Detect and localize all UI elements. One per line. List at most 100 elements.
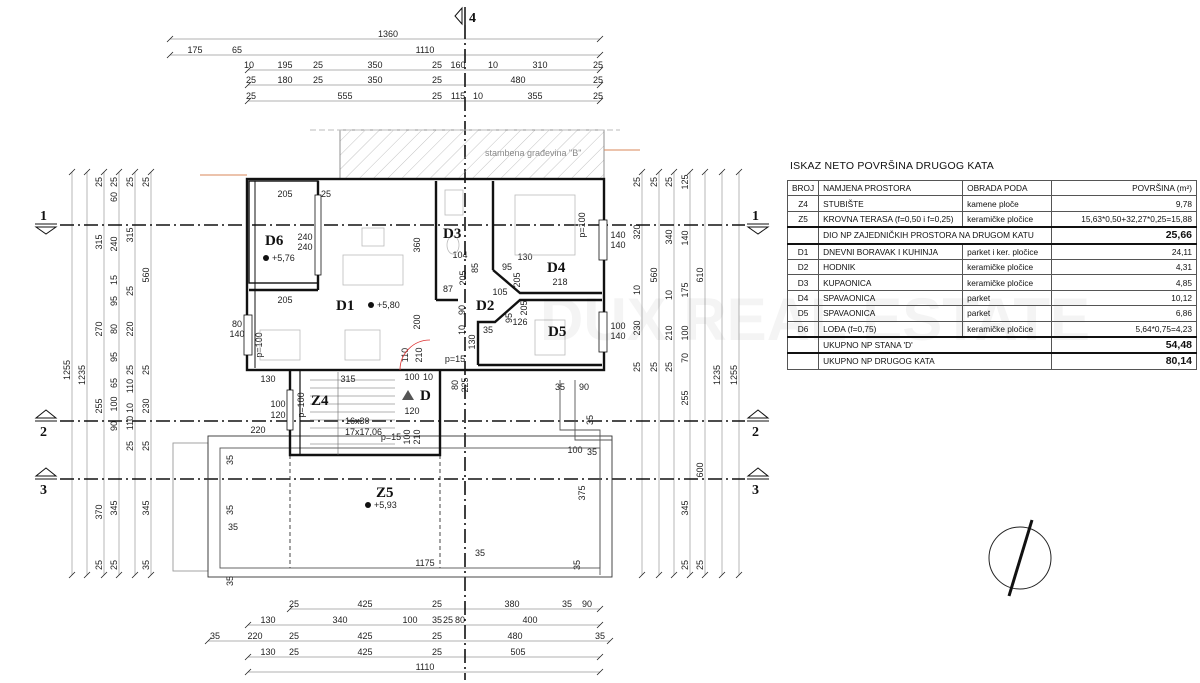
dimension-label: 25: [246, 75, 256, 85]
entrance-marker-icon: [402, 390, 414, 400]
dimension-label: 25: [432, 631, 442, 641]
table-cell-area: 6,86: [1051, 305, 1197, 322]
dimension-label: 205: [277, 295, 292, 305]
dimension-label: 25: [141, 177, 151, 187]
dimension-label: 1235: [712, 365, 722, 385]
table-cell-area: 5,64*0,75=4,23: [1051, 320, 1197, 338]
dimension-label: 140: [610, 240, 625, 250]
dimension-label: 80: [109, 324, 119, 334]
dimension-label: 25: [289, 599, 299, 609]
dimension-label: 35: [228, 522, 238, 532]
dimension-label: 25: [649, 362, 659, 372]
dimension-label: 35: [595, 631, 605, 641]
dimension-label: 220: [247, 631, 262, 641]
dimension-label: 25: [141, 441, 151, 451]
dimension-label: 25: [593, 91, 603, 101]
table-cell-id: D2: [786, 258, 820, 276]
dimension-label: 175: [680, 282, 690, 297]
dimension-label: 140: [610, 230, 625, 240]
table-cell-name: SPAVAONICA: [818, 289, 964, 307]
table-cell-floor: parket: [962, 289, 1053, 307]
dimension-label: 130: [260, 374, 275, 384]
dimension-label: 90: [579, 382, 589, 392]
room-label-d1: D1: [336, 298, 354, 314]
dimension-label: 100: [404, 372, 419, 382]
dimension-label: 100: [610, 321, 625, 331]
dimension-label: 345: [680, 500, 690, 515]
dimension-label: 130: [260, 615, 275, 625]
dimension-label: 10: [632, 285, 642, 295]
dimension-label: 90: [582, 599, 592, 609]
elevation-z5: +5,93: [374, 500, 397, 510]
dimension-label: 425: [357, 631, 372, 641]
dimension-label: 35: [141, 560, 151, 570]
dimension-label: 90: [109, 421, 119, 431]
svg-text:2: 2: [40, 425, 47, 440]
table-cell-floor: kamene ploče: [962, 195, 1053, 212]
dimension-label: 480: [507, 631, 522, 641]
table-cell-area: 4,85: [1051, 274, 1197, 291]
dimension-label: 205: [512, 272, 522, 287]
dimension-label: p=15: [381, 432, 401, 442]
table-cell-name: DNEVNI BORAVAK I KUHINJA: [818, 242, 964, 260]
room-label-d2: D2: [476, 298, 494, 314]
dimension-label: 100: [567, 445, 582, 455]
table-row-subtotal-common: DIO NP ZAJEDNIČKIH PROSTORA NA DRUGOM KA…: [786, 226, 1197, 245]
table-cell-name: KUPAONICA: [818, 274, 964, 291]
dimension-label: 90: [457, 305, 467, 315]
table-cell-id: D3: [786, 274, 820, 291]
table-cell-id: Z4: [786, 195, 820, 212]
table-cell-id: D5: [786, 305, 820, 322]
dimension-label: 360: [412, 237, 422, 252]
dimension-label: 100: [270, 399, 285, 409]
dimension-label: 60: [109, 192, 119, 202]
dimension-label: 600: [695, 462, 705, 477]
dimension-label: 25: [289, 647, 299, 657]
dimension-label: 340: [332, 615, 347, 625]
dimension-label: 505: [510, 647, 525, 657]
dimension-label: 425: [357, 599, 372, 609]
dimension-label: 100: [109, 396, 119, 411]
dimension-label: 35: [483, 325, 493, 335]
dimension-label: 140: [680, 230, 690, 245]
room-label-d5: D5: [548, 324, 566, 340]
dimension-label: 1255: [62, 360, 72, 380]
dimension-label: 220: [250, 425, 265, 435]
dimension-label: 380: [504, 599, 519, 609]
table-cell-name: STUBIŠTE: [818, 195, 964, 212]
room-label-d3: D3: [443, 226, 461, 242]
table-cell-area: 10,12: [1051, 289, 1197, 307]
dimension-label: 95: [109, 352, 119, 362]
dimension-label: 10: [244, 60, 254, 70]
dimension-label: p=100: [296, 392, 306, 417]
dimension-label: 85: [470, 263, 480, 273]
dimension-label: 25: [632, 177, 642, 187]
dimension-label: 25: [125, 365, 135, 375]
dimension-label: 210: [664, 325, 674, 340]
room-label-d6: D6: [265, 233, 284, 249]
table-cell-floor: keramičke pločice: [962, 258, 1053, 276]
dimension-label: 25: [649, 177, 659, 187]
dimension-label: 95: [504, 313, 514, 323]
table-cell-floor: parket i ker. pločice: [962, 242, 1053, 260]
dimension-label: 25: [246, 91, 256, 101]
elevation-d6: +5,76: [272, 253, 295, 263]
dimension-label: 175: [187, 45, 202, 55]
dimension-label: 25: [109, 177, 119, 187]
dimension-label: p=100: [254, 332, 264, 357]
dimension-label: 95: [109, 296, 119, 306]
elevation-marker-icon: [263, 255, 269, 261]
dimension-label: 10: [125, 403, 135, 413]
dimension-label: 140: [229, 329, 244, 339]
elevation-marker-icon: [368, 302, 374, 308]
dimension-label: 110: [125, 379, 135, 393]
neighbor-label: stambena građevina "B": [485, 148, 581, 158]
dimension-label: 560: [649, 267, 659, 282]
dimension-label: 375: [577, 485, 587, 500]
dimension-label: 25: [125, 286, 135, 296]
dimension-label: 25: [443, 615, 453, 625]
stair-steps-b: 17x17,06: [345, 427, 382, 437]
dimension-label: 100: [402, 615, 417, 625]
